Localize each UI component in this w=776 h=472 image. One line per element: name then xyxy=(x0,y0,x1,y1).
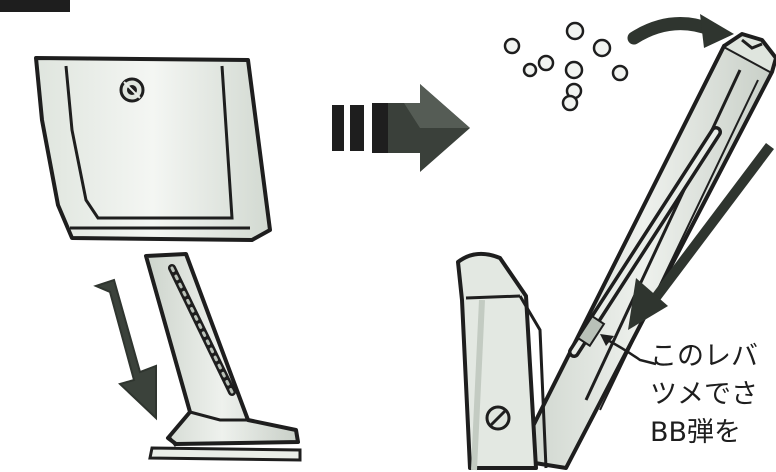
diagonal-down-arrow-icon xyxy=(93,278,157,421)
pistol-grip xyxy=(34,56,272,242)
bb-pellet-icon xyxy=(503,21,629,112)
screw-icon xyxy=(485,405,511,431)
diagonal-down-arrow-icon xyxy=(628,142,774,330)
caption-line-3: BB弾を xyxy=(650,417,742,448)
leader-arrowhead xyxy=(600,334,614,346)
magazine-left xyxy=(144,252,302,462)
dashed-right-arrow-icon xyxy=(332,84,470,172)
instruction-caption: このレバ ツメでさ BB弾を xyxy=(650,338,776,452)
screw-icon xyxy=(119,77,145,103)
magazine-right xyxy=(456,32,776,471)
caption-line-2: ツメでさ xyxy=(650,379,758,410)
curved-arrow-icon xyxy=(627,14,734,48)
follower-lever xyxy=(576,314,606,348)
caption-line-1: このレバ xyxy=(650,341,758,372)
step-tab-icon xyxy=(0,0,70,12)
